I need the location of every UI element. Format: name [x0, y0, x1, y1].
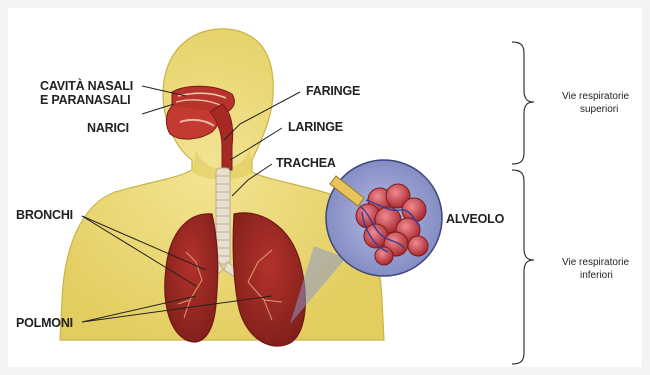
label-laringe: LARINGE [288, 120, 343, 134]
label-vie-inferiori-1: Vie respiratorie [562, 257, 630, 268]
label-vie-superiori-1: Vie respiratorie [562, 91, 630, 102]
label-cavita-nasali-1: CAVITÀ NASALI [40, 78, 133, 93]
label-cavita-nasali-2: E PARANASALI [40, 93, 130, 107]
braces [512, 42, 534, 364]
label-alveolo: ALVEOLO [446, 212, 505, 226]
brace-superiori [512, 42, 534, 164]
label-bronchi: BRONCHI [16, 208, 73, 222]
label-vie-superiori-2: superiori [580, 104, 618, 115]
label-narici: NARICI [87, 121, 129, 135]
label-faringe: FARINGE [306, 84, 360, 98]
brace-inferiori [512, 170, 534, 364]
label-trachea: TRACHEA [276, 156, 336, 170]
label-polmoni: POLMONI [16, 316, 73, 330]
label-vie-inferiori-2: inferiori [580, 270, 613, 281]
